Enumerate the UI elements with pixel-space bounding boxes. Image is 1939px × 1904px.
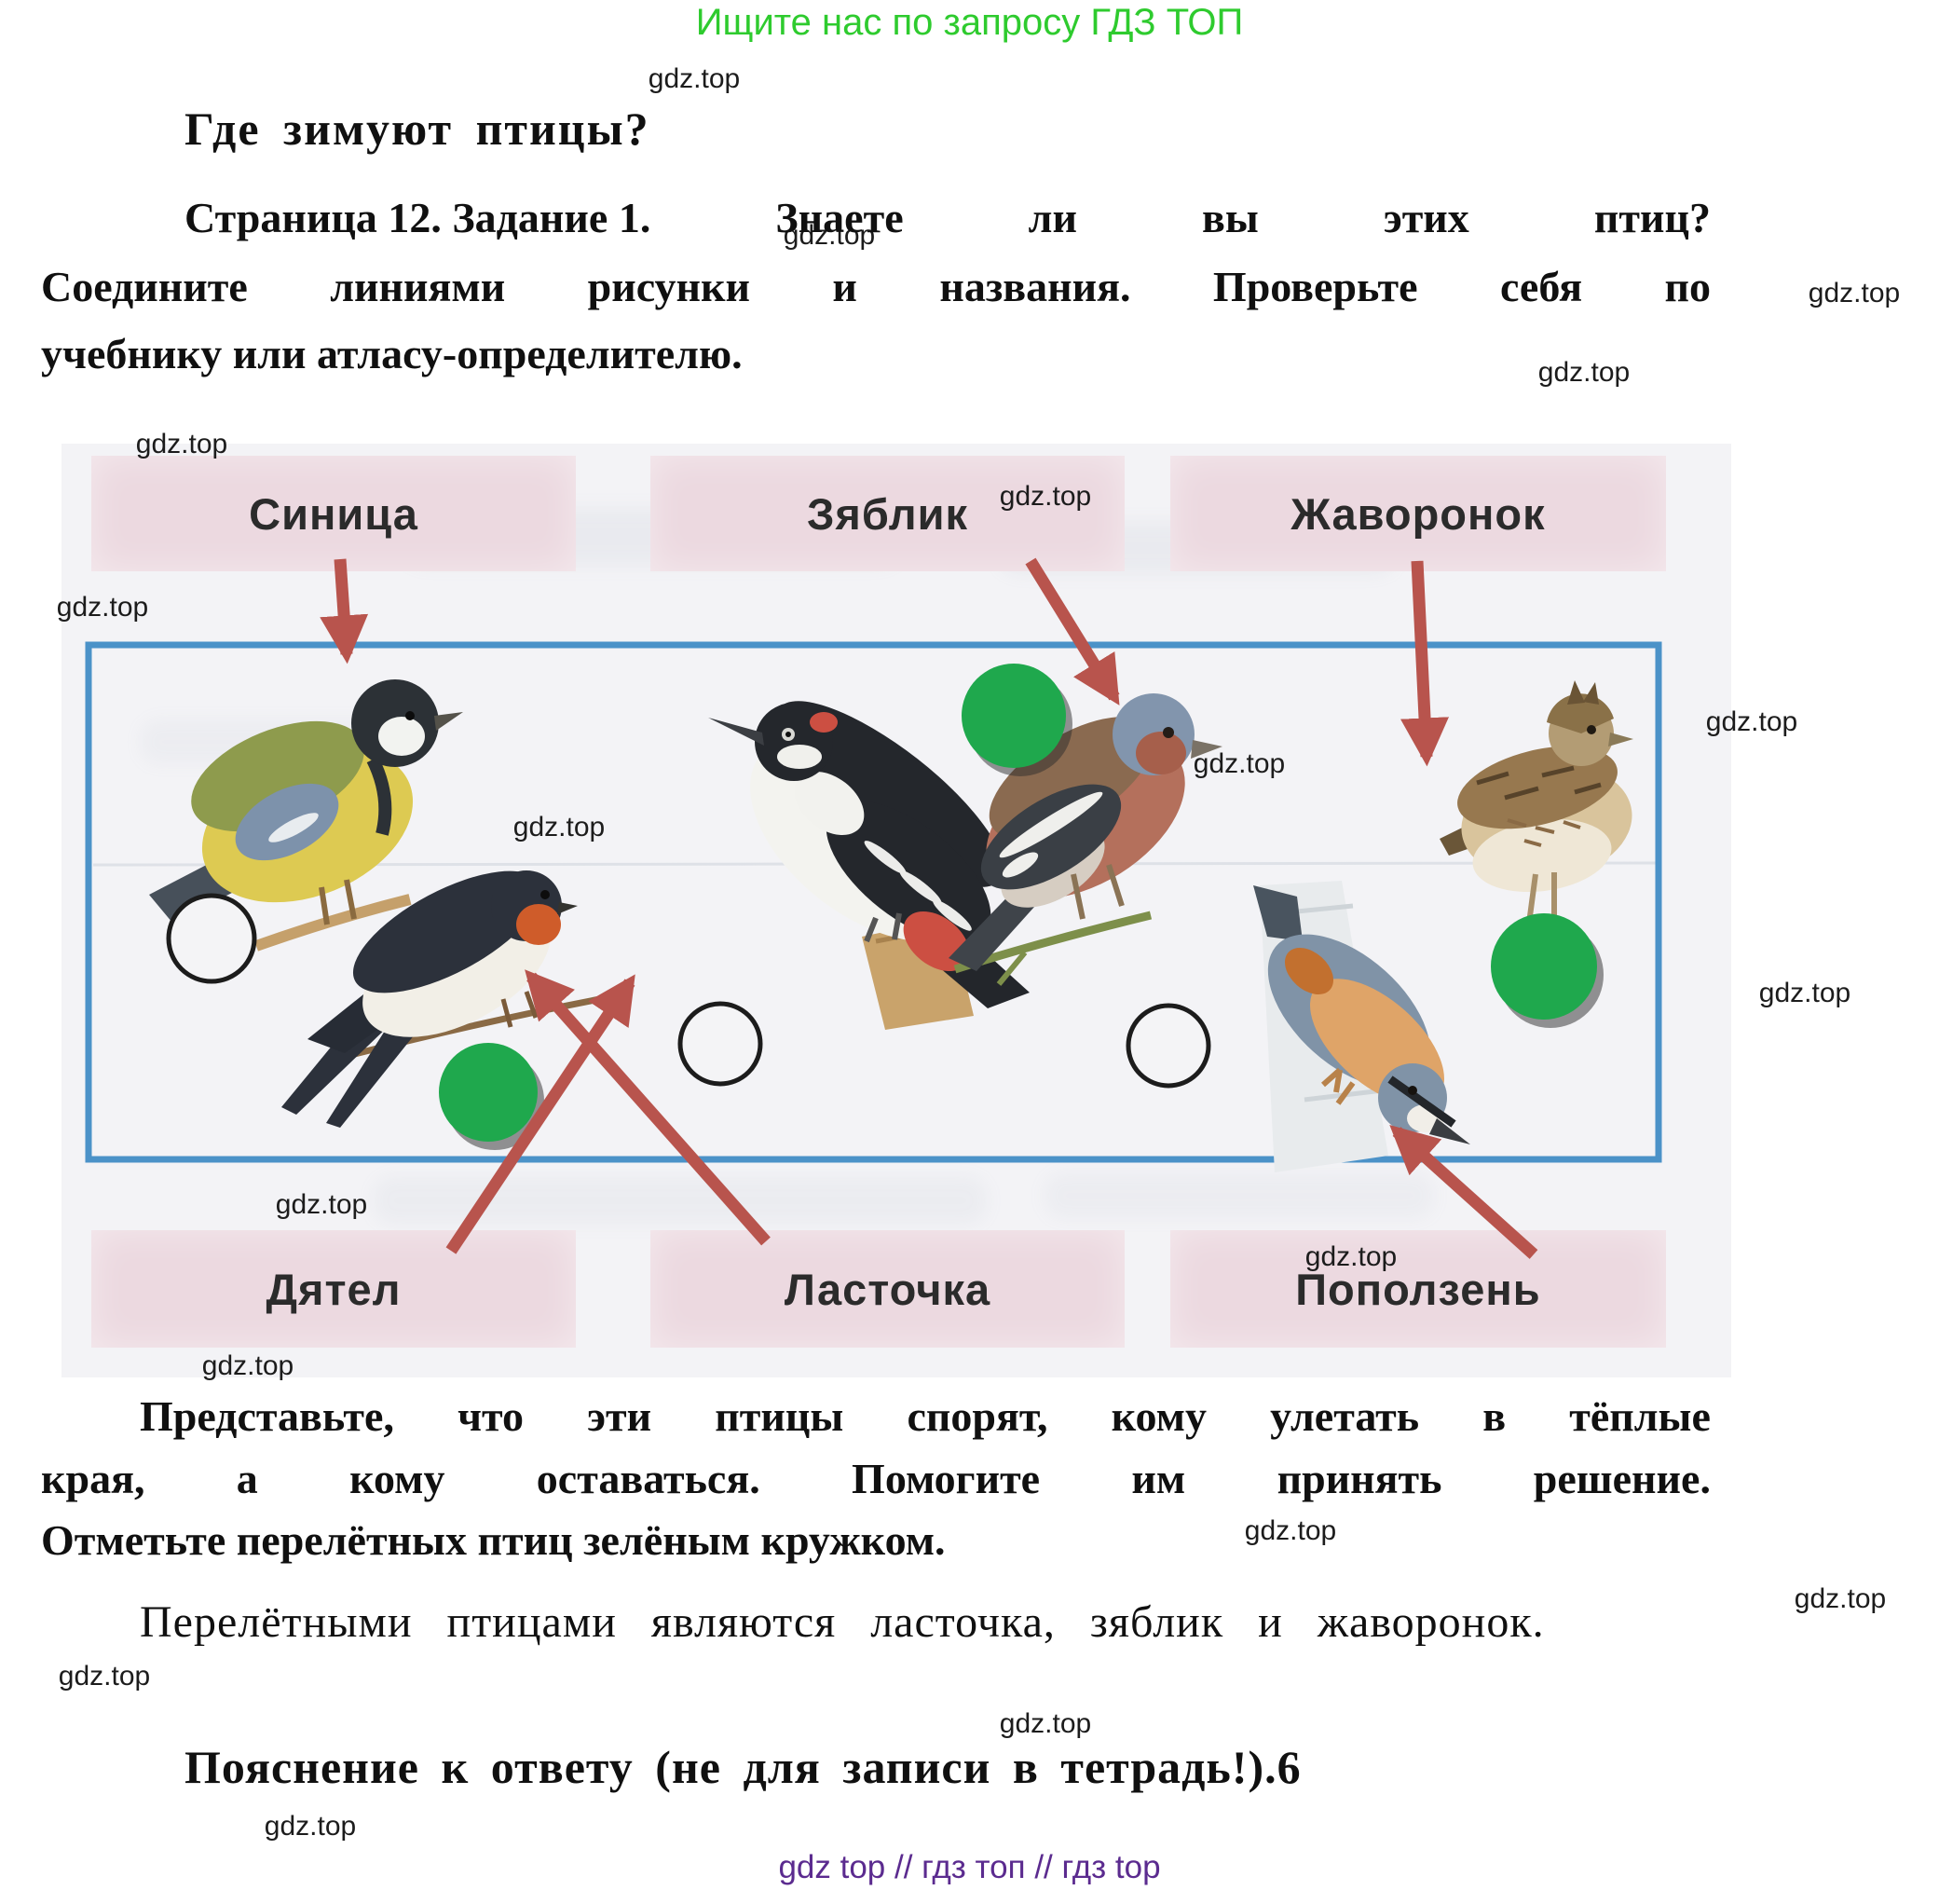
promo-banner: Ищите нас по запросу ГДЗ ТОП: [695, 2, 1244, 43]
connector-arrow: [525, 969, 771, 1246]
bird-illustration-nuthatch: [1253, 881, 1470, 1172]
word: эти: [587, 1392, 652, 1440]
word: названия.: [939, 263, 1131, 310]
task-line-3: учебнику или атласу-определителю.: [41, 330, 743, 377]
page-title: Где зимуют птицы?: [184, 103, 650, 155]
watermark-gdz: gdz.top: [783, 220, 876, 251]
answer-circle-green: [439, 1043, 538, 1142]
task-line-1: Страница 12. Задание 1. Знаете ли вы этих пт…: [184, 192, 1711, 243]
label-chaffinch: Зяблик: [650, 456, 1125, 571]
branch: [254, 894, 412, 952]
bird-illustration-swallow: [281, 870, 621, 1128]
watermark-gdz: gdz.top: [1758, 978, 1851, 1008]
label-lark: Жаворонок: [1170, 456, 1666, 571]
discussion-line-1: Представьте, что эти птицы спорят, кому улетат…: [140, 1390, 1711, 1442]
word: а: [236, 1455, 258, 1502]
word: тёплые: [1569, 1392, 1711, 1440]
word: птицы: [715, 1392, 844, 1440]
watermark-gdz: gdz.top: [135, 429, 228, 459]
word: Знаете: [775, 194, 904, 241]
word: по: [1664, 263, 1711, 310]
word: этих: [1383, 194, 1469, 241]
word: кому: [1111, 1392, 1207, 1440]
bird-illustration-woodpecker: [708, 701, 1030, 1030]
twig: [321, 992, 621, 1066]
watermark-gdz: gdz.top: [1244, 1515, 1337, 1546]
word: Помогите: [852, 1455, 1041, 1502]
watermark-gdz: gdz.top: [648, 63, 741, 94]
connector-arrow: [1389, 1125, 1538, 1259]
answer-sentence: Перелётными птицами являются ласточка, з…: [140, 1597, 1545, 1647]
watermark-gdz: gdz.top: [512, 812, 606, 842]
note-sentence: Пояснение к ответу (не для записи в тетр…: [184, 1741, 1302, 1793]
word: ли: [1028, 194, 1077, 241]
word: что: [457, 1392, 525, 1440]
word: улетать: [1270, 1392, 1420, 1440]
word: решение.: [1533, 1455, 1711, 1502]
bird-illustration-tit: [149, 679, 463, 952]
label-nuthatch: Поползень: [1170, 1230, 1666, 1348]
bird-illustration-lark: [1440, 680, 1633, 952]
word: спорят,: [907, 1392, 1048, 1440]
discussion-line-2: края, а кому оставаться. Помогите им принять ре…: [41, 1453, 1711, 1504]
word: Представьте,: [140, 1392, 394, 1440]
watermark-gdz: gdz.top: [56, 592, 149, 623]
word: птиц?: [1593, 194, 1711, 241]
connector-arrow: [1400, 560, 1449, 767]
word: кому: [349, 1455, 445, 1502]
answer-circle-empty: [166, 893, 257, 984]
watermark-gdz: gdz.top: [1808, 278, 1901, 308]
answer-circle-green: [962, 664, 1066, 768]
discussion-line-3: Отметьте перелётных птиц зелёным кружком…: [41, 1516, 946, 1564]
word: линиями: [330, 263, 506, 310]
label-swallow: Ласточка: [650, 1230, 1125, 1348]
word: в: [1482, 1392, 1507, 1440]
watermark-gdz: gdz.top: [1705, 706, 1798, 737]
watermark-gdz: gdz.top: [999, 481, 1092, 512]
connector-arrow: [1025, 557, 1120, 705]
connector-arrow: [445, 974, 635, 1254]
word: края,: [41, 1455, 145, 1502]
label-tit: Синица: [91, 456, 576, 571]
task-page-ref: Страница 12. Задание 1.: [184, 194, 651, 241]
watermark-gdz: gdz.top: [58, 1661, 151, 1692]
word: вы: [1202, 194, 1259, 241]
word: принять: [1277, 1455, 1442, 1502]
task-line-2: Соедините линиями рисунки и названия. Проверь…: [41, 261, 1711, 312]
watermark-gdz: gdz.top: [201, 1350, 294, 1381]
label-woodpecker: Дятел: [91, 1230, 576, 1348]
answer-circle-empty: [677, 1001, 763, 1087]
word: Проверьте: [1212, 263, 1418, 310]
watermark-gdz: gdz.top: [1537, 357, 1631, 388]
answer-circle-empty: [1126, 1003, 1211, 1089]
watermark-gdz: gdz.top: [1794, 1583, 1887, 1614]
answer-circle-green: [1491, 913, 1597, 1020]
word: и: [832, 263, 857, 310]
word: Соедините: [41, 263, 248, 310]
word: оставаться.: [536, 1455, 760, 1502]
watermark-gdz: gdz.top: [264, 1811, 357, 1842]
watermark-gdz: gdz.top: [1193, 748, 1286, 779]
watermark-gdz: gdz.top: [1304, 1241, 1398, 1272]
footer-links: gdz top // гдз топ // гдз top: [778, 1849, 1161, 1885]
figure-border-box: [85, 641, 1662, 1163]
word: рисунки: [587, 263, 751, 310]
word: им: [1131, 1455, 1186, 1502]
watermark-gdz: gdz.top: [999, 1708, 1092, 1739]
bird-illustration-chaffinch: [949, 693, 1222, 986]
word: себя: [1499, 263, 1583, 310]
watermark-gdz: gdz.top: [275, 1189, 368, 1220]
connector-arrow: [320, 558, 369, 664]
